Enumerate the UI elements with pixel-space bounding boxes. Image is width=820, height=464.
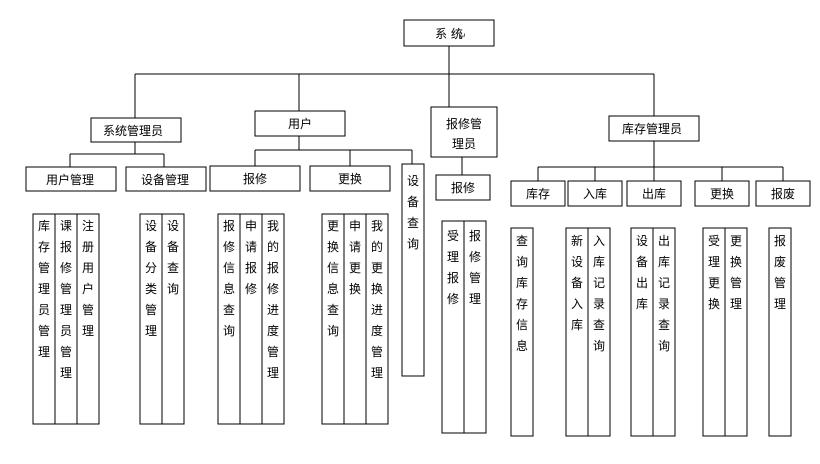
leaf-apply-repair: 申请报修: [239, 213, 263, 425]
repair-label: 报修: [243, 171, 267, 186]
sysadmin-label: 系统管理员: [103, 123, 163, 138]
node-user-mgmt: 用户管理: [25, 166, 117, 192]
stock-label: 库存: [526, 186, 550, 201]
leaf-text: 设备出库: [636, 234, 648, 311]
leaf-inbound-record-query: 入库记录查询: [587, 227, 611, 437]
node-sysadmin: 系统管理员: [90, 117, 182, 143]
leaf-text: 受理报修: [447, 229, 459, 306]
repair-admin-label-line2: 理员: [452, 137, 476, 151]
node-replace: 更换: [309, 165, 391, 192]
paragraph-mark: ↵: [459, 32, 467, 42]
leaf-stock-admin-mgmt: 库存管理员管理: [32, 213, 56, 425]
leaf-query-stock-info: 查询库存信息: [510, 227, 534, 437]
leaf-accept-replace: 受理更换: [702, 227, 726, 437]
leaf-repair-mgmt: 报修管理: [463, 220, 487, 434]
leaf-text: 课报修管理员管理: [60, 219, 72, 380]
node-outbound: 出库: [626, 180, 682, 207]
node-swap: 更换: [694, 180, 750, 207]
leaf-repair-info-query: 报修信息查询: [217, 213, 241, 425]
stock-admin-label: 库存管理员: [622, 121, 682, 136]
leaf-accept-repair: 受理报修: [441, 220, 465, 434]
leaf-new-device-inbound: 新设备入库: [565, 227, 589, 437]
leaf-my-replace-progress: 我的更换进度管理: [365, 213, 389, 425]
leaf-text: 入库记录查询: [593, 234, 605, 353]
leaf-device-outbound: 设备出库: [630, 227, 654, 437]
node-repair: 报修: [209, 165, 301, 192]
device-mgmt-label: 设备管理: [141, 172, 189, 187]
leaf-text: 申请报修: [245, 219, 257, 296]
leaf-text: 我的报修进度管理: [267, 219, 279, 380]
node-root: 系 统 ↵: [403, 19, 495, 47]
inbound-label: 入库: [583, 186, 607, 201]
leaf-text: 设备查询: [167, 219, 179, 296]
leaf-text: 报修信息查询: [223, 218, 235, 338]
outbound-label: 出库: [642, 186, 666, 201]
node-inbound: 入库: [567, 180, 623, 207]
leaf-course-repair-admin-mgmt: 课报修管理员管理: [54, 213, 78, 425]
leaf-text: 受理更换: [708, 234, 720, 311]
node-device-query: 设备查询: [401, 163, 425, 377]
repair-admin-label-line1: 报修管: [446, 116, 482, 131]
leaf-device-query2: 设备查询: [161, 213, 185, 425]
leaf-replace-info-query: 更换信息查询: [321, 213, 345, 425]
leaf-text: 新设备入库: [571, 233, 583, 332]
leaf-text: 出库记录查询: [658, 234, 670, 353]
leaf-replace-mgmt: 更换管理: [724, 227, 748, 437]
leaf-text: 更换信息查询: [327, 219, 339, 338]
node-repair-admin: 报修管 理员: [430, 106, 498, 158]
device-query-vertical: 设备查询: [407, 174, 419, 251]
leaf-text: 报废管理: [774, 233, 786, 311]
scrap-label: 报废: [771, 186, 795, 201]
leaf-text: 申请更换: [349, 219, 361, 296]
root-label: 系 统: [435, 27, 463, 41]
node-stock-admin: 库存管理员: [608, 115, 700, 142]
replace-label: 更换: [338, 172, 362, 186]
swap-label: 更换: [710, 187, 734, 201]
node-scrap: 报废: [755, 180, 811, 207]
node-stock: 库存: [510, 180, 566, 207]
repair-sub-label: 报修: [451, 180, 475, 195]
leaf-text: 查询库存信息: [516, 234, 528, 353]
leaf-text: 报修管理: [469, 228, 481, 306]
user-label: 用户: [288, 116, 312, 131]
leaf-text: 设备分类管理: [145, 219, 157, 338]
leaf-text: 库存管理员管理: [38, 218, 50, 359]
leaf-outbound-record-query: 出库记录查询: [652, 227, 676, 437]
connectors: [69, 46, 784, 181]
leaf-register-user-mgmt: 注册用户管理: [76, 213, 100, 425]
node-user: 用户: [254, 110, 346, 137]
leaf-text: 注册用户管理: [82, 218, 94, 338]
user-mgmt-label: 用户管理: [46, 172, 94, 187]
leaf-apply-replace: 申请更换: [343, 213, 367, 425]
leaf-scrap-mgmt: 报废管理: [768, 227, 792, 437]
leaf-device-category-mgmt: 设备分类管理: [139, 213, 163, 425]
leaf-text: 更换管理: [730, 234, 742, 311]
node-repair-sub: 报修: [435, 174, 491, 201]
leaf-text: 我的更换进度管理: [371, 219, 383, 380]
node-device-mgmt: 设备管理: [125, 166, 207, 192]
leaf-my-repair-progress: 我的报修进度管理: [261, 213, 285, 425]
